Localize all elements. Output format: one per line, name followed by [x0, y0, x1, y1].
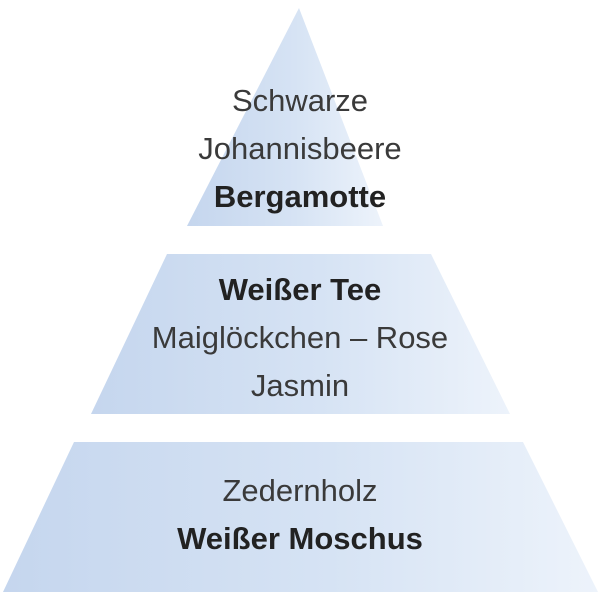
pyramid-top-tier	[187, 8, 383, 226]
top-note-2: Johannisbeere	[198, 131, 402, 166]
pyramid-middle-tier	[91, 254, 510, 414]
base-note-2: Weißer Moschus	[177, 521, 423, 556]
pyramid-bottom-tier	[3, 442, 598, 592]
heart-note-1: Weißer Tee	[218, 272, 382, 307]
heart-note-3: Jasmin	[250, 368, 350, 403]
top-note-1: Schwarze	[231, 83, 369, 118]
base-notes: Zedernholz Weißer Moschus	[0, 467, 600, 563]
top-note-3: Bergamotte	[213, 179, 387, 214]
base-note-1: Zedernholz	[222, 473, 378, 508]
heart-notes: Weißer Tee Maiglöckchen – Rose Jasmin	[0, 266, 600, 410]
top-notes: Schwarze Johannisbeere Bergamotte	[0, 77, 600, 221]
heart-note-2: Maiglöckchen – Rose	[151, 320, 449, 355]
